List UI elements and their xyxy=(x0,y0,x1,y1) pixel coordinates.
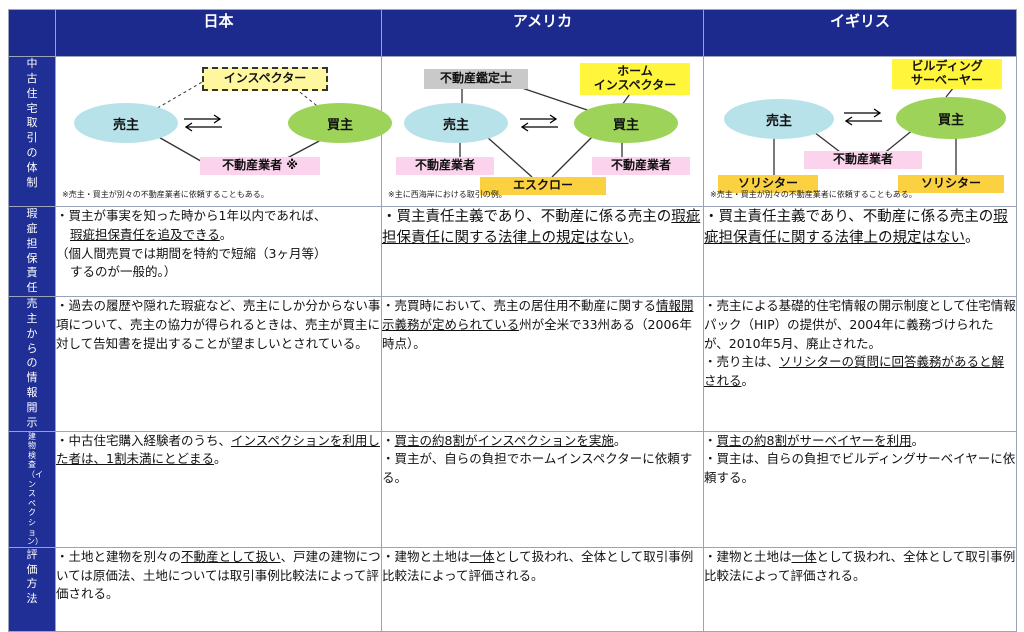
disclosure-japan: ・過去の履歴や隠れた瑕疵など、売主にしか分からない事項について、売主の協力が得ら… xyxy=(55,296,382,432)
warranty-usa-emph: 瑕疵担保責任に関する法律上の規定はない xyxy=(382,209,701,247)
row-label-system: 中古住宅取引の体制 xyxy=(8,56,56,207)
japan-diagram-note: ※売主・買主が別々の不動産業者に依頼することもある。 xyxy=(62,190,269,199)
disclosure-uk-item1: ・売主による基礎的住宅情報の開示制度として住宅情報パック（HIP）の提供が、20… xyxy=(704,298,1016,351)
warranty-japan-emph: 瑕疵担保責任を追及できる xyxy=(70,226,220,242)
japan-seller: 売主 xyxy=(74,103,178,143)
uk-solicitor-left-box: ソリシター xyxy=(718,175,818,193)
header-japan: 日本 xyxy=(55,9,382,57)
uk-surveyor-line2: サーベーヤー xyxy=(910,73,983,87)
warranty-uk: ・買主責任主義であり、不動産に係る売主の瑕疵担保責任に関する法律上の規定はない。 xyxy=(703,205,1017,298)
inspection-japan: ・中古住宅購入経験者のうち、インスペクションを利用した者は、1割未満にとどまる。 xyxy=(55,430,382,548)
valuation-uk-emph: 一体 xyxy=(791,548,817,564)
disclosure-uk-item2: ・売り主は、ソリシターの質問に回答義務があると解される。 xyxy=(704,354,1005,389)
row-label-valuation: 評価方法 xyxy=(8,546,56,632)
usa-appraiser-box: 不動産鑑定士 xyxy=(424,69,528,89)
inspection-uk-item1: ・買主の約8割がサーベイヤーを利用。 xyxy=(704,432,925,448)
uk-surveyor-line1: ビルディング xyxy=(911,59,983,74)
uk-solicitor-right-box: ソリシター xyxy=(898,175,1004,193)
valuation-uk: ・建物と土地は一体として扱われ、全体として取引事例比較法によって評価される。 xyxy=(703,546,1017,632)
warranty-usa: ・買主責任主義であり、不動産に係る売主の瑕疵担保責任に関する法律上の規定はない。 xyxy=(381,205,704,298)
usa-seller: 売主 xyxy=(404,103,508,143)
valuation-usa-emph: 一体 xyxy=(469,548,495,564)
disclosure-usa-emph: 情報開示義務が定められている xyxy=(382,298,694,332)
warranty-japan: ・買主が事実を知った時から1年以内であれば、 瑕疵担保責任を追及できる。 （個人… xyxy=(55,205,382,298)
usa-buyer: 買主 xyxy=(574,103,678,143)
valuation-japan: ・土地と建物を別々の不動産として扱い、戸建の建物については原価法、土地については… xyxy=(55,546,382,632)
row-label-warranty: 瑕疵担保責任 xyxy=(8,205,56,298)
row-label-inspection: 建物検査（インスペクション） xyxy=(8,430,56,548)
inspection-usa-item1: ・買主の約8割がインスペクションを実施。 xyxy=(382,432,627,448)
diagram-japan: インスペクター 売主 買主 不動産業者 ※ ※売主・買主が別々の不動産業者に依頼… xyxy=(55,56,392,207)
japan-inspector-box: インスペクター xyxy=(202,67,328,91)
inspection-usa-item2: ・買主が、自らの負担でホームインスペクターに依頼する。 xyxy=(382,451,693,486)
uk-seller: 売主 xyxy=(724,99,834,139)
header-uk: イギリス xyxy=(703,9,1017,57)
usa-home-inspector-box: ホーム インスペクター xyxy=(580,63,690,95)
usa-inspector-line2: インスペクター xyxy=(593,78,677,92)
valuation-japan-emph: 不動産として扱い xyxy=(181,548,281,564)
usa-diagram-note: ※主に西海岸における取引の例。 xyxy=(388,190,507,199)
disclosure-uk-emph: ソリシターの質問に回答義務があると解される xyxy=(704,354,1005,389)
disclosure-usa: ・売買時において、売主の居住用不動産に関する情報開示義務が定められている州が全米… xyxy=(381,296,704,432)
uk-buyer: 買主 xyxy=(896,97,1006,139)
usa-escrow-box: エスクロー xyxy=(480,177,606,195)
uk-building-surveyor-box: ビルディング サーベーヤー xyxy=(892,59,1002,89)
diagram-usa-lines xyxy=(459,82,633,178)
valuation-usa: ・建物と土地は一体として扱われ、全体として取引事例比較法によって評価される。 xyxy=(381,546,704,632)
diagram-usa: 不動産鑑定士 ホーム インスペクター 売主 買主 不動産業者 不動産業者 エスク… xyxy=(381,56,704,207)
comparison-table: 日本 アメリカ イギリス 中古住宅取引の体制 インスペクター 売主 買 xyxy=(8,9,1017,632)
diagram-uk: ビルディング サーベーヤー 売主 買主 不動産業者 ソリシター ソリシター ※売… xyxy=(703,56,1017,207)
japan-buyer: 買主 xyxy=(288,103,392,143)
inspection-uk: ・買主の約8割がサーベイヤーを利用。 ・買主は、自らの負担でビルディングサーベイ… xyxy=(703,430,1017,548)
warranty-uk-emph: 瑕疵担保責任に関する法律上の規定はない xyxy=(704,209,1008,247)
inspection-usa: ・買主の約8割がインスペクションを実施。 ・買主が、自らの負担でホームインスペク… xyxy=(381,430,704,548)
usa-inspector-line1: ホーム xyxy=(617,64,653,79)
japan-agent-box: 不動産業者 ※ xyxy=(200,157,320,175)
uk-agent-box: 不動産業者 xyxy=(804,151,922,169)
row-label-disclosure: 売主からの情報開示 xyxy=(8,296,56,432)
header-usa: アメリカ xyxy=(381,9,704,57)
table-corner xyxy=(8,9,56,57)
inspection-japan-emph: インスペクションを利用した者は、1割未満にとどまる xyxy=(56,432,380,467)
usa-agent-left-box: 不動産業者 xyxy=(396,157,494,175)
uk-diagram-note: ※売主・買主が別々の不動産業者に依頼することもある。 xyxy=(710,190,917,199)
comparison-slide: 日本 アメリカ イギリス 中古住宅取引の体制 インスペクター 売主 買 xyxy=(8,9,1017,632)
inspection-uk-item2: ・買主は、自らの負担でビルディングサーベイヤーに依頼する。 xyxy=(704,451,1016,486)
usa-agent-right-box: 不動産業者 xyxy=(592,157,690,175)
disclosure-uk: ・売主による基礎的住宅情報の開示制度として住宅情報パック（HIP）の提供が、20… xyxy=(703,296,1017,432)
